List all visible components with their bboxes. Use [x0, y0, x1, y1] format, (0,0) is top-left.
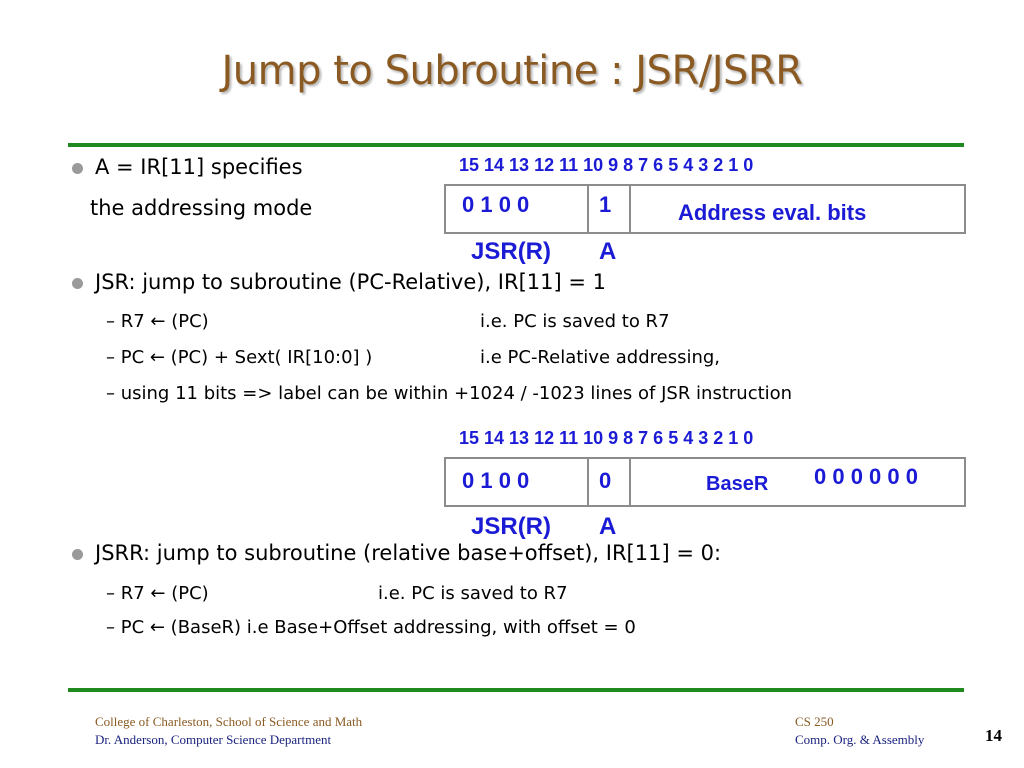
top-rule	[68, 143, 964, 147]
section1-line2: the addressing mode	[90, 196, 313, 220]
footer-right-line2: Comp. Org. & Assembly	[795, 732, 925, 747]
footer-left-line2: Dr. Anderson, Computer Science Departmen…	[95, 732, 332, 747]
format1-opcode: 0 1 0 0	[462, 192, 530, 217]
format2-field-baser: BaseR	[706, 473, 769, 495]
format2-separator-abit	[629, 459, 631, 505]
format2-separator-opcode	[587, 459, 589, 505]
format1-separator-opcode	[587, 186, 589, 232]
bullet-dot-2	[72, 278, 83, 289]
format1-separator-abit	[629, 186, 631, 232]
section2-sub1-left: – R7 ← (PC)	[106, 311, 209, 332]
format1-instruction-box: 0 1 0 0 1 Address eval. bits	[444, 184, 966, 234]
section3-sub1-left: – R7 ← (PC)	[106, 583, 209, 604]
section2-sub2-right: i.e PC-Relative addressing,	[480, 347, 721, 368]
format1-bit-numbers: 15 14 13 12 11 10 9 8 7 6 5 4 3 2 1 0	[459, 155, 754, 175]
format2-label-op: JSR(R)	[471, 513, 552, 540]
format2-zeros: 0 0 0 0 0 0	[814, 464, 918, 489]
bullet-dot-3	[72, 549, 83, 560]
section2-sub3: – using 11 bits => label can be within +…	[106, 383, 793, 404]
section3-bullet: JSRR: jump to subroutine (relative base+…	[95, 541, 722, 565]
format2-opcode: 0 1 0 0	[462, 468, 530, 493]
bullet-dot-1	[72, 163, 83, 174]
section2-sub1-right: i.e. PC is saved to R7	[480, 311, 670, 332]
format2-bit-numbers: 15 14 13 12 11 10 9 8 7 6 5 4 3 2 1 0	[459, 428, 754, 448]
footer-right-line1: CS 250	[795, 714, 834, 729]
format1-label-op: JSR(R)	[471, 238, 552, 265]
format2-label-a: A	[599, 513, 617, 540]
section2-sub2-left: – PC ← (PC) + Sext( IR[10:0] )	[106, 347, 373, 368]
footer-left-line1: College of Charleston, School of Science…	[95, 714, 363, 729]
format1-a-bit: 1	[599, 192, 612, 217]
page-number: 14	[985, 726, 1002, 745]
format2-instruction-box: 0 1 0 0 0 BaseR 0 0 0 0 0 0	[444, 457, 966, 507]
format2-a-bit: 0	[599, 468, 612, 493]
section2-bullet: JSR: jump to subroutine (PC-Relative), I…	[95, 270, 606, 294]
format1-label-a: A	[599, 238, 617, 265]
section3-sub2: – PC ← (BaseR) i.e Base+Offset addressin…	[106, 617, 636, 638]
section3-sub1-right: i.e. PC is saved to R7	[378, 583, 568, 604]
bottom-rule	[68, 688, 964, 692]
slide-title: Jump to Subroutine : JSR/JSRR	[221, 48, 803, 94]
section1-line1: A = IR[11] specifies	[95, 155, 303, 179]
format1-field: Address eval. bits	[678, 200, 867, 225]
